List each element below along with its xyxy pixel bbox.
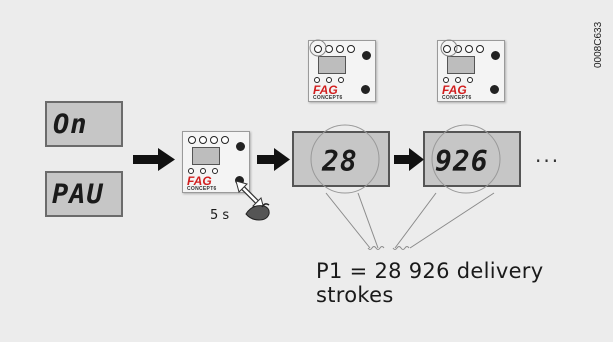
device-enter-button — [361, 85, 370, 94]
lcd-reading-second-text: 926 — [435, 145, 489, 178]
device-button-4 — [221, 136, 229, 144]
device-button-1 — [443, 45, 451, 53]
device-button-1 — [188, 136, 196, 144]
device-button-1 — [314, 45, 322, 53]
device-logo: FAG — [313, 83, 338, 97]
device-screen — [318, 56, 346, 74]
lcd-on-text: On — [53, 109, 88, 140]
device-button-4 — [476, 45, 484, 53]
continuation-ellipsis: ... — [535, 143, 561, 167]
lcd-pause-display: PAU — [45, 171, 123, 217]
device-enter-button — [490, 85, 499, 94]
device-button-2 — [199, 136, 207, 144]
device-subtitle: CONCEPT6 — [313, 95, 343, 101]
device-button-6 — [455, 77, 461, 83]
magnifier-small-circle — [440, 39, 458, 57]
device-button-5 — [188, 168, 194, 174]
device-screen — [447, 56, 475, 74]
device-button-3 — [210, 136, 218, 144]
device-button-7 — [467, 77, 473, 83]
device-button-2 — [454, 45, 462, 53]
arrow-right-icon — [394, 148, 424, 171]
arrow-right-icon — [257, 148, 290, 171]
magnifier-large-circle — [310, 124, 380, 194]
device-button-6 — [326, 77, 332, 83]
magnifier-small-circle — [309, 39, 327, 57]
device-reset-button — [491, 51, 500, 60]
hold-duration-label: 5 s — [210, 208, 230, 223]
lcd-pause-text: PAU — [52, 179, 104, 210]
leader-lines — [325, 192, 495, 250]
magnifier-large-circle — [431, 124, 501, 194]
lcd-reading-first-text: 28 — [322, 145, 358, 178]
result-caption: P1 = 28 926 delivery strokes — [316, 259, 544, 307]
device-reset-button — [236, 142, 245, 151]
device-top-2: FAG CONCEPT6 — [437, 40, 505, 102]
lcd-reading-second: 926 — [423, 131, 521, 187]
device-top-1: FAG CONCEPT6 — [308, 40, 376, 102]
hand-icon — [245, 203, 270, 221]
device-button-3 — [465, 45, 473, 53]
device-button-5 — [443, 77, 449, 83]
device-button-7 — [338, 77, 344, 83]
device-button-4 — [347, 45, 355, 53]
press-arrow-icon — [235, 180, 265, 210]
device-button-7 — [212, 168, 218, 174]
device-reset-button — [362, 51, 371, 60]
device-button-6 — [200, 168, 206, 174]
arrow-right-icon — [133, 148, 175, 171]
lcd-on-display: On — [45, 101, 123, 147]
device-button-3 — [336, 45, 344, 53]
device-subtitle: CONCEPT6 — [442, 95, 472, 101]
device-button-5 — [314, 77, 320, 83]
device-logo: FAG — [442, 83, 467, 97]
device-logo: FAG — [187, 174, 212, 188]
device-subtitle: CONCEPT6 — [187, 186, 217, 192]
device-screen — [192, 147, 220, 165]
